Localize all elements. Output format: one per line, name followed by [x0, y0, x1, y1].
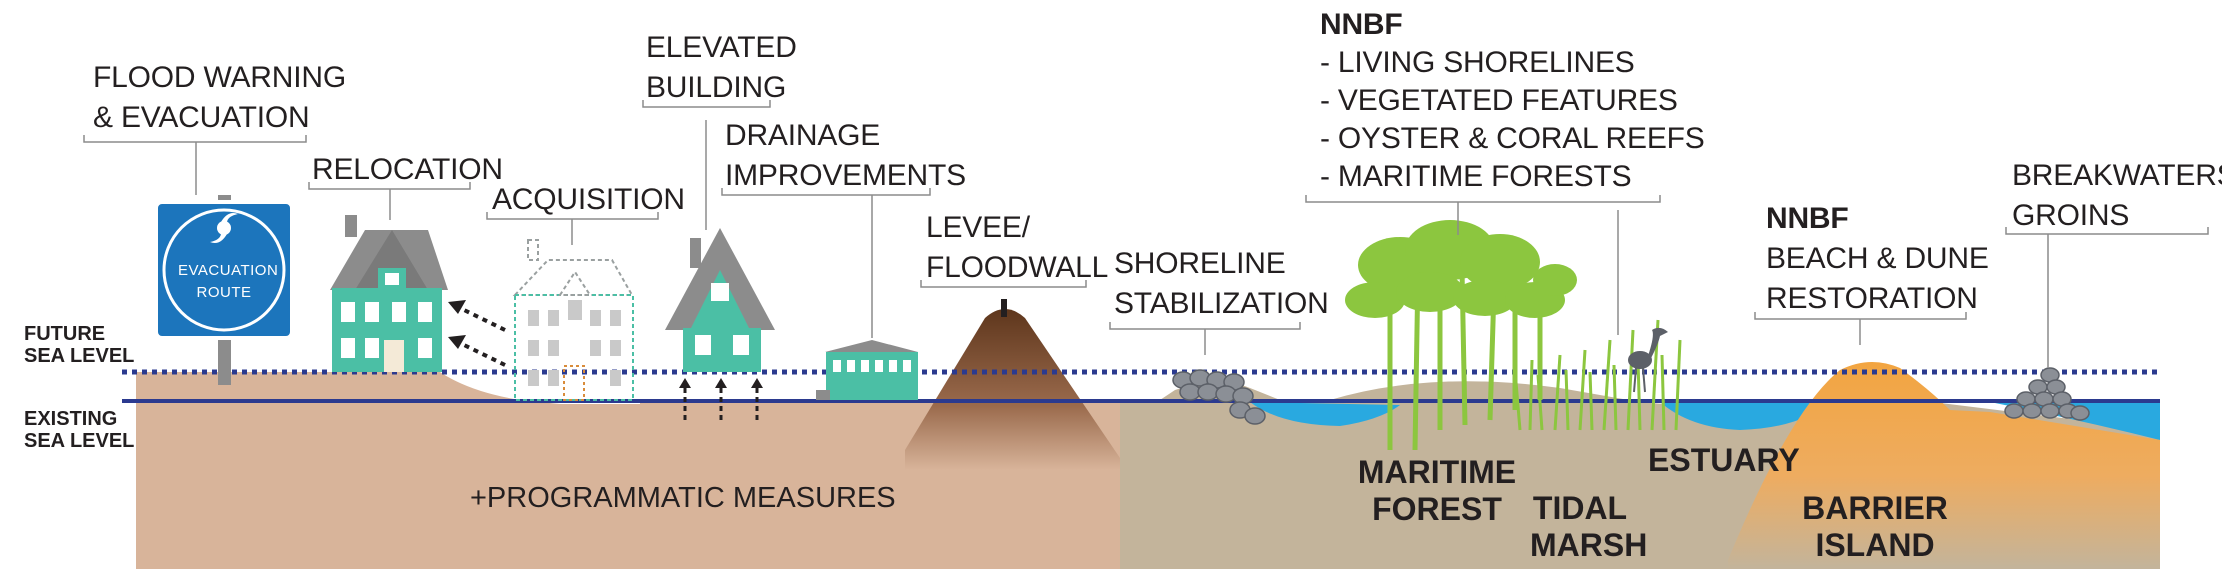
estuary-zone-label: ESTUARY	[1648, 442, 1800, 478]
barrier-dune	[1728, 361, 2160, 569]
maritime-forest-canopy	[1345, 220, 1577, 318]
barrier-island-zone-label: BARRIER ISLAND	[1802, 490, 1948, 563]
sign-line-1: EVACUATION	[178, 262, 279, 279]
nnbf-top-title: NNBF	[1320, 8, 1403, 41]
existing-sea-level-label: EXISTING SEA LEVEL	[24, 408, 135, 452]
elevated-building-label: ELEVATED BUILDING	[646, 31, 797, 104]
relocation-label: RELOCATION	[312, 153, 503, 186]
acquisition-house	[512, 239, 634, 401]
maritime-forest-zone-label: MARITIME FOREST	[1357, 454, 1517, 527]
acquisition-windows	[528, 300, 621, 386]
shoreline-stabilization-label: SHORELINE STABILIZATION	[1114, 247, 1329, 320]
programmatic-measures-text: +PROGRAMMATIC MEASURES	[470, 482, 896, 514]
evacuation-route-sign	[154, 200, 294, 340]
heron-icon	[1628, 327, 1668, 393]
estuary-water-2	[1660, 402, 1830, 430]
breakwaters-groins-label: BREAKWATERS GROINS	[2012, 159, 2222, 232]
levee-floodwall-label: LEVEE/ FLOODWALL	[926, 211, 1109, 284]
ocean-water	[1990, 402, 2160, 440]
elevated-house	[665, 228, 775, 420]
floodwall	[1001, 299, 1007, 317]
hurricane-icon	[210, 213, 238, 243]
drainage-improvements-label: DRAINAGE IMPROVEMENTS	[725, 119, 966, 192]
estuary-water	[1250, 402, 1400, 426]
tidal-marsh-zone-label: TIDAL MARSH	[1530, 490, 1648, 563]
breakwater-stones	[2004, 367, 2090, 421]
drainage-structure	[816, 340, 918, 400]
developed-ground	[136, 372, 1120, 569]
sign-line-2: ROUTE	[196, 284, 252, 301]
relocation-arrows	[459, 306, 506, 367]
acquisition-label: ACQUISITION	[492, 183, 685, 216]
future-sea-level-label: FUTURE SEA LEVEL	[24, 323, 135, 367]
nnbf-beach-title: NNBF	[1766, 202, 1849, 235]
shoreline-riprap	[1172, 369, 1266, 425]
nnbf-top-label: NNBF - LIVING SHORELINES - VEGETATED FEA…	[1320, 8, 1705, 193]
label-brackets	[83, 100, 2209, 368]
evacuation-route-sign-text: EVACUATION ROUTE	[178, 260, 279, 304]
levee	[905, 309, 1120, 470]
flood-warning-label: FLOOD WARNING & EVACUATION	[93, 61, 346, 134]
relocation-house	[330, 215, 448, 372]
nnbf-beach-label: NNBF BEACH & DUNE RESTORATION	[1766, 199, 1989, 319]
